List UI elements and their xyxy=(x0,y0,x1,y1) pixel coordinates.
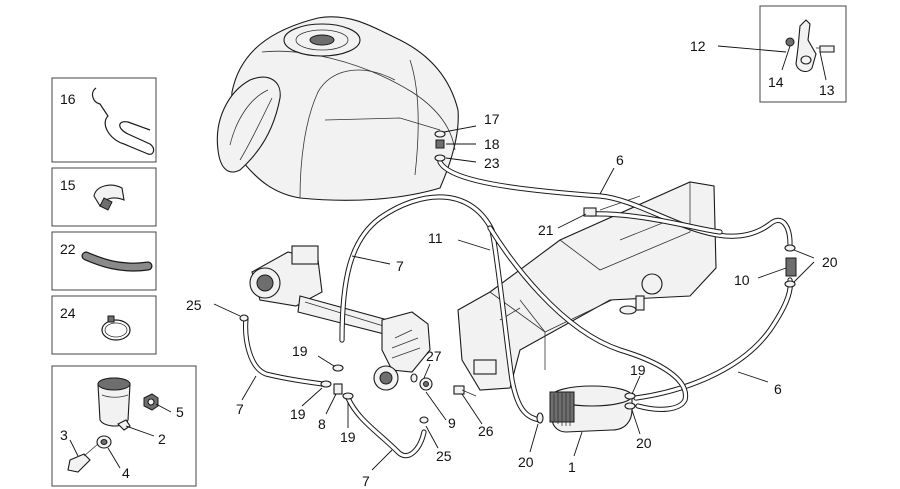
inset-2-5-sleeve-kit xyxy=(51,365,197,487)
callout-24: 24 xyxy=(60,305,76,321)
callout-18: 18 xyxy=(484,136,500,152)
hose-7-lower-left xyxy=(243,315,325,387)
hose-7-lower-right xyxy=(345,395,427,459)
callout-1: 1 xyxy=(568,459,576,475)
callout-9: 9 xyxy=(448,415,456,431)
fittings xyxy=(239,130,797,424)
callout-23: 23 xyxy=(484,155,500,171)
callout-7-top: 7 xyxy=(396,258,404,274)
callout-13: 13 xyxy=(819,82,835,98)
leader-lines xyxy=(69,45,827,471)
callout-8: 8 xyxy=(318,416,326,432)
callout-19-canister: 19 xyxy=(630,362,646,378)
callout-25-left: 25 xyxy=(186,297,202,313)
fuel-tank xyxy=(216,16,459,201)
callout-3: 3 xyxy=(60,427,68,443)
hose-lines xyxy=(243,159,793,459)
callout-11: 11 xyxy=(428,230,443,246)
callout-6-top: 6 xyxy=(616,152,624,168)
callout-12: 12 xyxy=(690,38,706,54)
callout-20-canister: 20 xyxy=(636,435,652,451)
inset-16-wire-clip xyxy=(51,77,157,163)
callout-17: 17 xyxy=(484,111,500,127)
callout-5: 5 xyxy=(176,404,184,420)
throttle-body-assembly xyxy=(249,245,431,391)
callout-22: 22 xyxy=(60,241,76,257)
inset-22-hose-section xyxy=(51,231,157,291)
callout-15: 15 xyxy=(60,177,76,193)
hose-7-long xyxy=(339,194,543,423)
callout-7-left: 7 xyxy=(236,401,244,417)
callout-19-left: 19 xyxy=(290,406,306,422)
inset-24-hose-clamp xyxy=(51,295,157,355)
callout-20-bottom: 20 xyxy=(518,454,534,470)
callout-14: 14 xyxy=(768,74,784,90)
callout-19-right: 19 xyxy=(340,429,356,445)
callout-26: 26 xyxy=(478,423,494,439)
callout-19-mid: 19 xyxy=(292,343,308,359)
callout-27: 27 xyxy=(426,348,442,364)
hose-11 xyxy=(487,225,689,412)
inset-15-clamp xyxy=(51,167,157,227)
hose-6-top xyxy=(437,159,793,247)
callout-6-right: 6 xyxy=(774,381,782,397)
hose-21 xyxy=(587,211,723,235)
charcoal-canister xyxy=(549,385,633,433)
callout-10: 10 xyxy=(734,272,750,288)
callout-25-right: 25 xyxy=(436,448,452,464)
callout-7-bottom: 7 xyxy=(362,473,370,489)
callout-labels: 12 14 13 17 18 23 6 16 15 22 24 11 21 7 … xyxy=(60,38,838,489)
callout-20-right: 20 xyxy=(822,254,838,270)
inset-12-14-bracket xyxy=(759,5,847,103)
callout-4: 4 xyxy=(122,465,130,481)
airbox-tray xyxy=(457,181,717,391)
callout-16: 16 xyxy=(60,91,76,107)
callout-2: 2 xyxy=(158,431,166,447)
hose-6-right xyxy=(633,277,793,401)
callout-21: 21 xyxy=(538,222,554,238)
